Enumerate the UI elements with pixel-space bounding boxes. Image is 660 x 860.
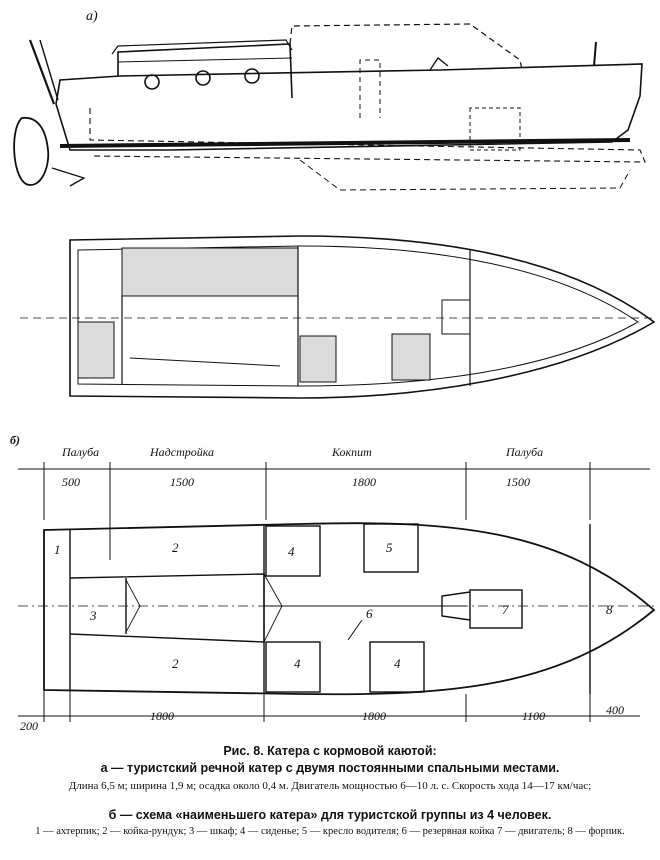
porthole-3 bbox=[244, 68, 260, 84]
dim-top-4: 1500 bbox=[506, 475, 530, 489]
num-2-bottom: 2 bbox=[172, 656, 179, 671]
scheme-b: б) Палуба Надстройка Кокпит Палуба 500 1… bbox=[10, 433, 656, 733]
dim-top-3: 1800 bbox=[352, 475, 376, 489]
figure-a-label: а) bbox=[86, 9, 98, 24]
num-4-bottom-right: 4 bbox=[394, 656, 401, 671]
plan-view bbox=[20, 235, 656, 399]
side-view: а) bbox=[13, 9, 646, 191]
section-name-cockpit: Кокпит bbox=[331, 445, 372, 459]
seat-4-bottom-left bbox=[265, 641, 321, 693]
num-1: 1 bbox=[54, 542, 61, 557]
hull-outline bbox=[43, 522, 656, 696]
num-2-top: 2 bbox=[172, 540, 179, 555]
num-4-bottom-left: 4 bbox=[294, 656, 301, 671]
seat-4-top bbox=[265, 525, 321, 577]
porthole-2 bbox=[195, 70, 211, 86]
engine-7 bbox=[469, 589, 523, 629]
caption-subtitle-b: б — схема «наименьшего катера» для турис… bbox=[108, 808, 552, 822]
num-7: 7 bbox=[502, 602, 509, 617]
driver-seat-5 bbox=[363, 523, 419, 573]
porthole-1 bbox=[144, 74, 160, 90]
caption-subtitle-a: а — туристский речной катер с двумя пост… bbox=[100, 761, 560, 775]
dim-bottom-1: 200 bbox=[20, 719, 38, 733]
dim-top-1: 500 bbox=[62, 475, 80, 489]
seat-4-bottom-right bbox=[369, 641, 425, 693]
caption-specs: Длина 6,5 м; ширина 1,9 м; осадка около … bbox=[68, 780, 592, 792]
num-4-top: 4 bbox=[288, 544, 295, 559]
caption-title: Рис. 8. Катера с кормовой каютой: bbox=[223, 744, 437, 758]
dim-top-2: 1500 bbox=[170, 475, 194, 489]
dim-bottom-4: 1100 bbox=[522, 709, 545, 723]
num-8: 8 bbox=[606, 602, 613, 617]
num-6: 6 bbox=[366, 606, 373, 621]
dim-bottom-3: 1800 bbox=[362, 709, 386, 723]
dim-bottom-2: 1800 bbox=[150, 709, 174, 723]
caption-legend: 1 — ахтерпик; 2 — койка-рундук; 3 — шкаф… bbox=[35, 826, 625, 837]
figure-b-label: б) bbox=[10, 433, 20, 447]
num-3: 3 bbox=[89, 608, 97, 623]
dim-bottom-5: 400 bbox=[606, 703, 624, 717]
section-name-superstructure: Надстройка bbox=[149, 445, 214, 459]
num-5: 5 bbox=[386, 540, 393, 555]
section-name-deck-aft: Палуба bbox=[61, 445, 99, 459]
section-name-deck-fore: Палуба bbox=[505, 445, 543, 459]
